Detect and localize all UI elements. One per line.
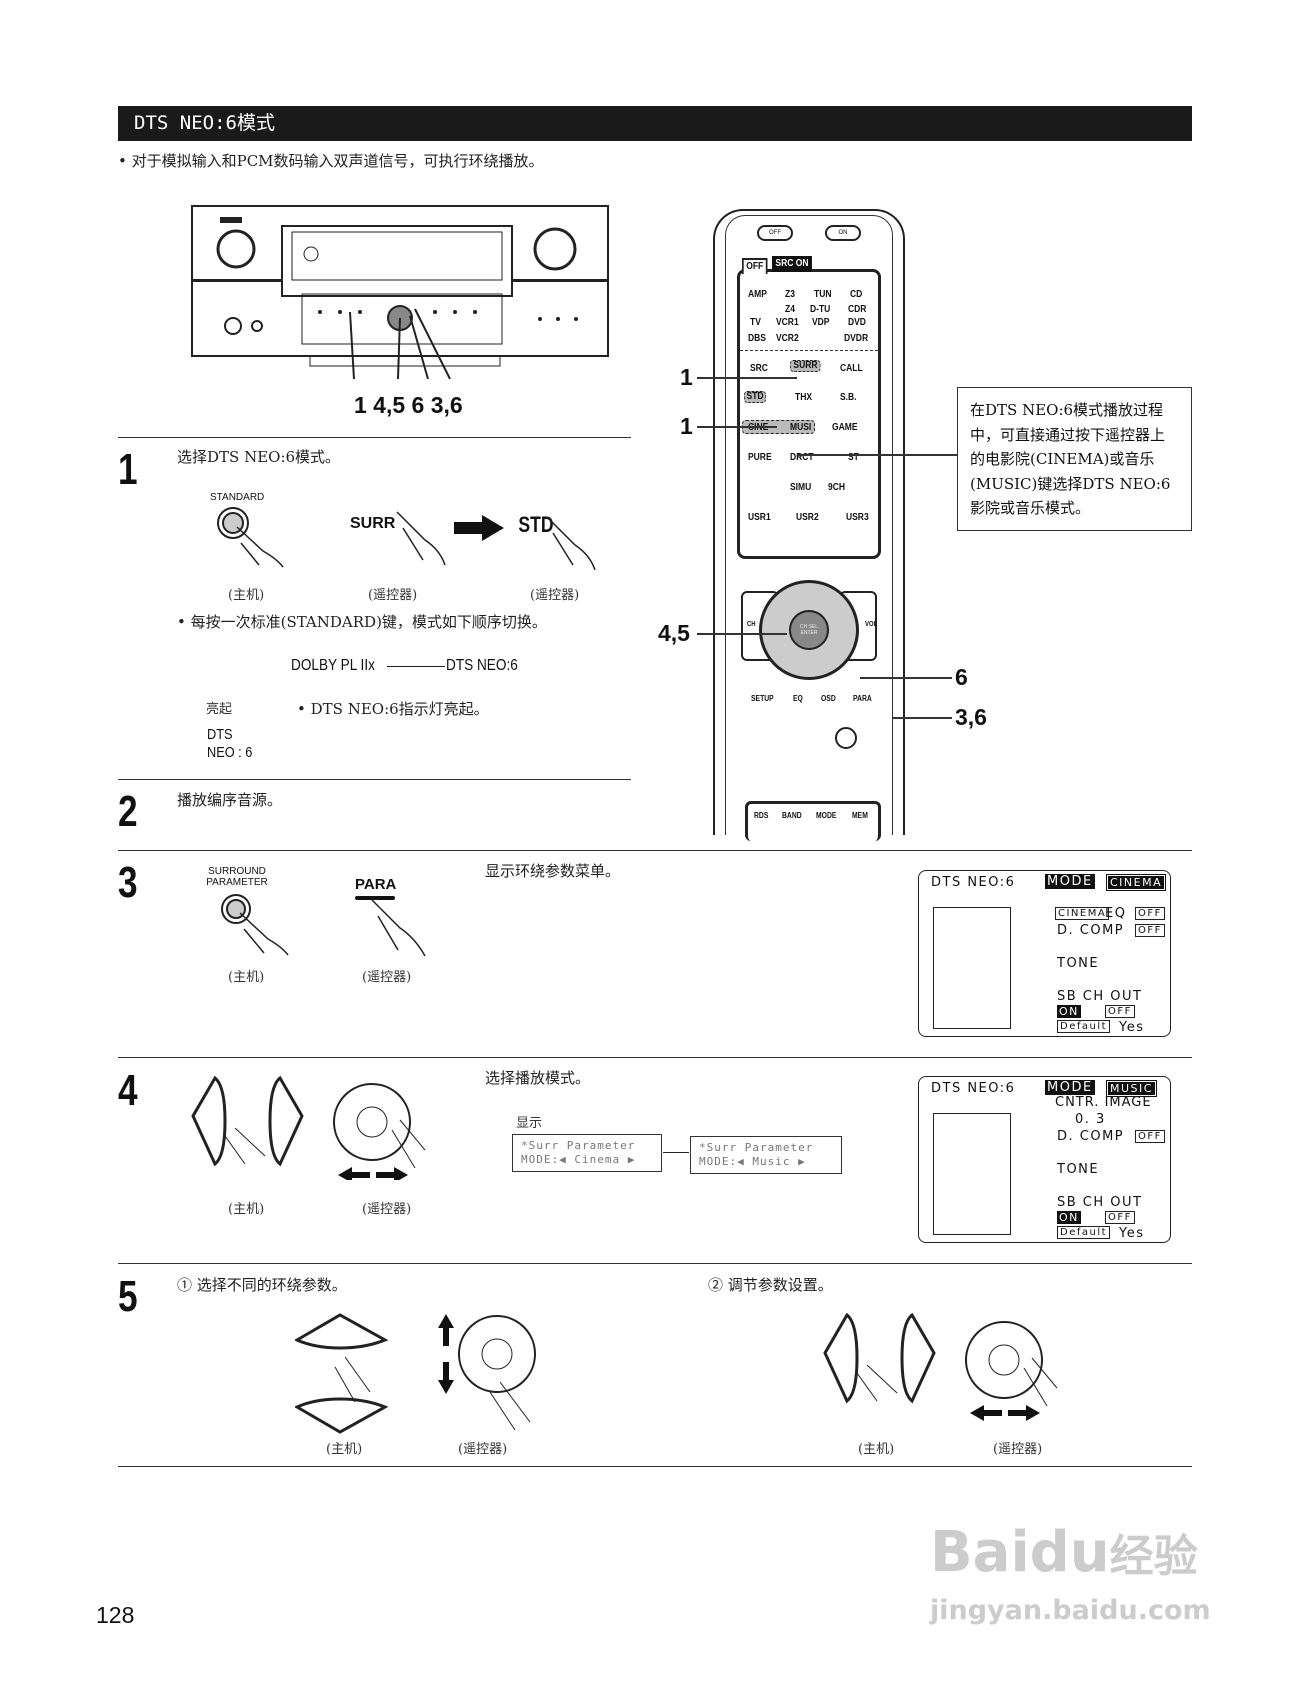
step-number: 2: [118, 787, 138, 836]
callout-36: 3,6: [955, 704, 987, 730]
on-button: ON: [825, 225, 861, 241]
intro-text: • 对于模拟输入和PCM数码输入双声道信号，可执行环绕播放。: [118, 152, 544, 170]
caption: (遥控器): [362, 1202, 412, 1217]
receiver-front-panel-illustration: [191, 205, 609, 379]
hand-press-icon: [371, 899, 426, 957]
baidu-watermark-logo: Baidu经验: [930, 1520, 1198, 1585]
hand-press-standard-icon: [217, 507, 284, 568]
indicator-note: • DTS NEO:6指示灯亮起。: [297, 700, 489, 718]
caption: (遥控器): [458, 1442, 508, 1457]
page-number: 128: [96, 1602, 135, 1628]
hand-press-button-icon: [221, 894, 289, 956]
step-text: 选择播放模式。: [485, 1069, 591, 1087]
indicator-label: 亮起: [206, 702, 233, 717]
std-key: STD: [744, 391, 767, 403]
caption: (遥控器): [368, 588, 418, 603]
cycle-mode-b: DTS NEO:6: [446, 657, 518, 674]
caption: (主机): [228, 1202, 265, 1217]
callout-6: 6: [955, 664, 968, 690]
step-number: 1: [118, 445, 138, 494]
hand-press-icon: [546, 516, 596, 571]
double-arrow-icon: [663, 1152, 689, 1153]
double-arrow-icon: [387, 666, 445, 667]
step-text: 选择DTS NEO:6模式。: [177, 448, 341, 466]
osd-screen-music: DTS NEO:6 MODE MUSIC CNTR. IMAGE 0. 3 D.…: [918, 1076, 1171, 1243]
osd-screen-cinema: DTS NEO:6 MODE CINEMA CINEMA EQ OFF D. C…: [918, 870, 1171, 1037]
callout-1a: 1: [680, 364, 693, 390]
section-title: DTS NEO:6模式: [118, 106, 1192, 141]
main-unit-left-right-buttons-icon: [823, 1313, 936, 1404]
caption: (主机): [326, 1442, 363, 1457]
caption: (遥控器): [993, 1442, 1043, 1457]
arrow-right-icon: [454, 515, 504, 541]
para-button: [355, 896, 395, 900]
caption: (主机): [858, 1442, 895, 1457]
remote-touch-panel: OFF SRC ON AMP Z3 TUN CD Z4 D-TU CDR TV …: [737, 256, 881, 559]
main-unit-left-right-buttons-icon: [191, 1076, 304, 1167]
callout-45: 4,5: [658, 620, 690, 646]
step-substep: ② 调节参数设置。: [708, 1276, 833, 1294]
watermark-url: jingyan.baidu.com: [930, 1595, 1211, 1626]
caption: (遥控器): [362, 970, 412, 985]
para-label: PARA: [355, 876, 397, 893]
main-unit-up-down-buttons-icon: [295, 1313, 389, 1434]
surr-label: SURR: [350, 515, 396, 532]
hand-press-icon: [396, 511, 446, 566]
caption: (遥控器): [530, 588, 580, 603]
surr-key: SURR: [790, 360, 821, 372]
surround-parameter-label: SURROUND PARAMETER: [206, 866, 268, 888]
caption: (主机): [228, 588, 265, 603]
mute-icon: [835, 727, 857, 749]
remote-dpad-left-right-icon: [965, 1321, 1058, 1421]
receiver-callout-numbers: 1 4,5 6 3,6: [354, 392, 463, 418]
callout-1b: 1: [680, 413, 693, 439]
step-number: 4: [118, 1066, 138, 1115]
remote-control-illustration: OFF ON OFF SRC ON AMP Z3 TUN CD Z4 D-TU …: [713, 209, 905, 841]
speaker-layout-icon: [933, 907, 1011, 1029]
remote-dpad-left-right-icon: [333, 1083, 426, 1180]
step-note: • 每按一次标准(STANDARD)键，模式如下顺序切换。: [177, 613, 547, 631]
step-text: 播放编序音源。: [177, 791, 283, 809]
step-number: 3: [118, 858, 138, 907]
step-substep: ① 选择不同的环绕参数。: [177, 1276, 347, 1294]
remote-dpad-up-down-icon: [438, 1314, 536, 1431]
caption: (主机): [228, 970, 265, 985]
step-number: 5: [118, 1272, 138, 1321]
step-text: 显示环绕参数菜单。: [485, 862, 621, 880]
off-button: OFF: [757, 225, 793, 241]
std-label: STD: [518, 512, 554, 537]
cinema-music-note: 在DTS NEO:6模式播放过程中，可直接通过按下遥控器上的电影院(CINEMA…: [957, 387, 1192, 531]
speaker-layout-icon: [933, 1113, 1011, 1235]
standard-label: STANDARD: [210, 492, 265, 503]
display-label: 显示: [516, 1116, 543, 1131]
cycle-mode-a: DOLBY PL IIx: [291, 657, 375, 674]
